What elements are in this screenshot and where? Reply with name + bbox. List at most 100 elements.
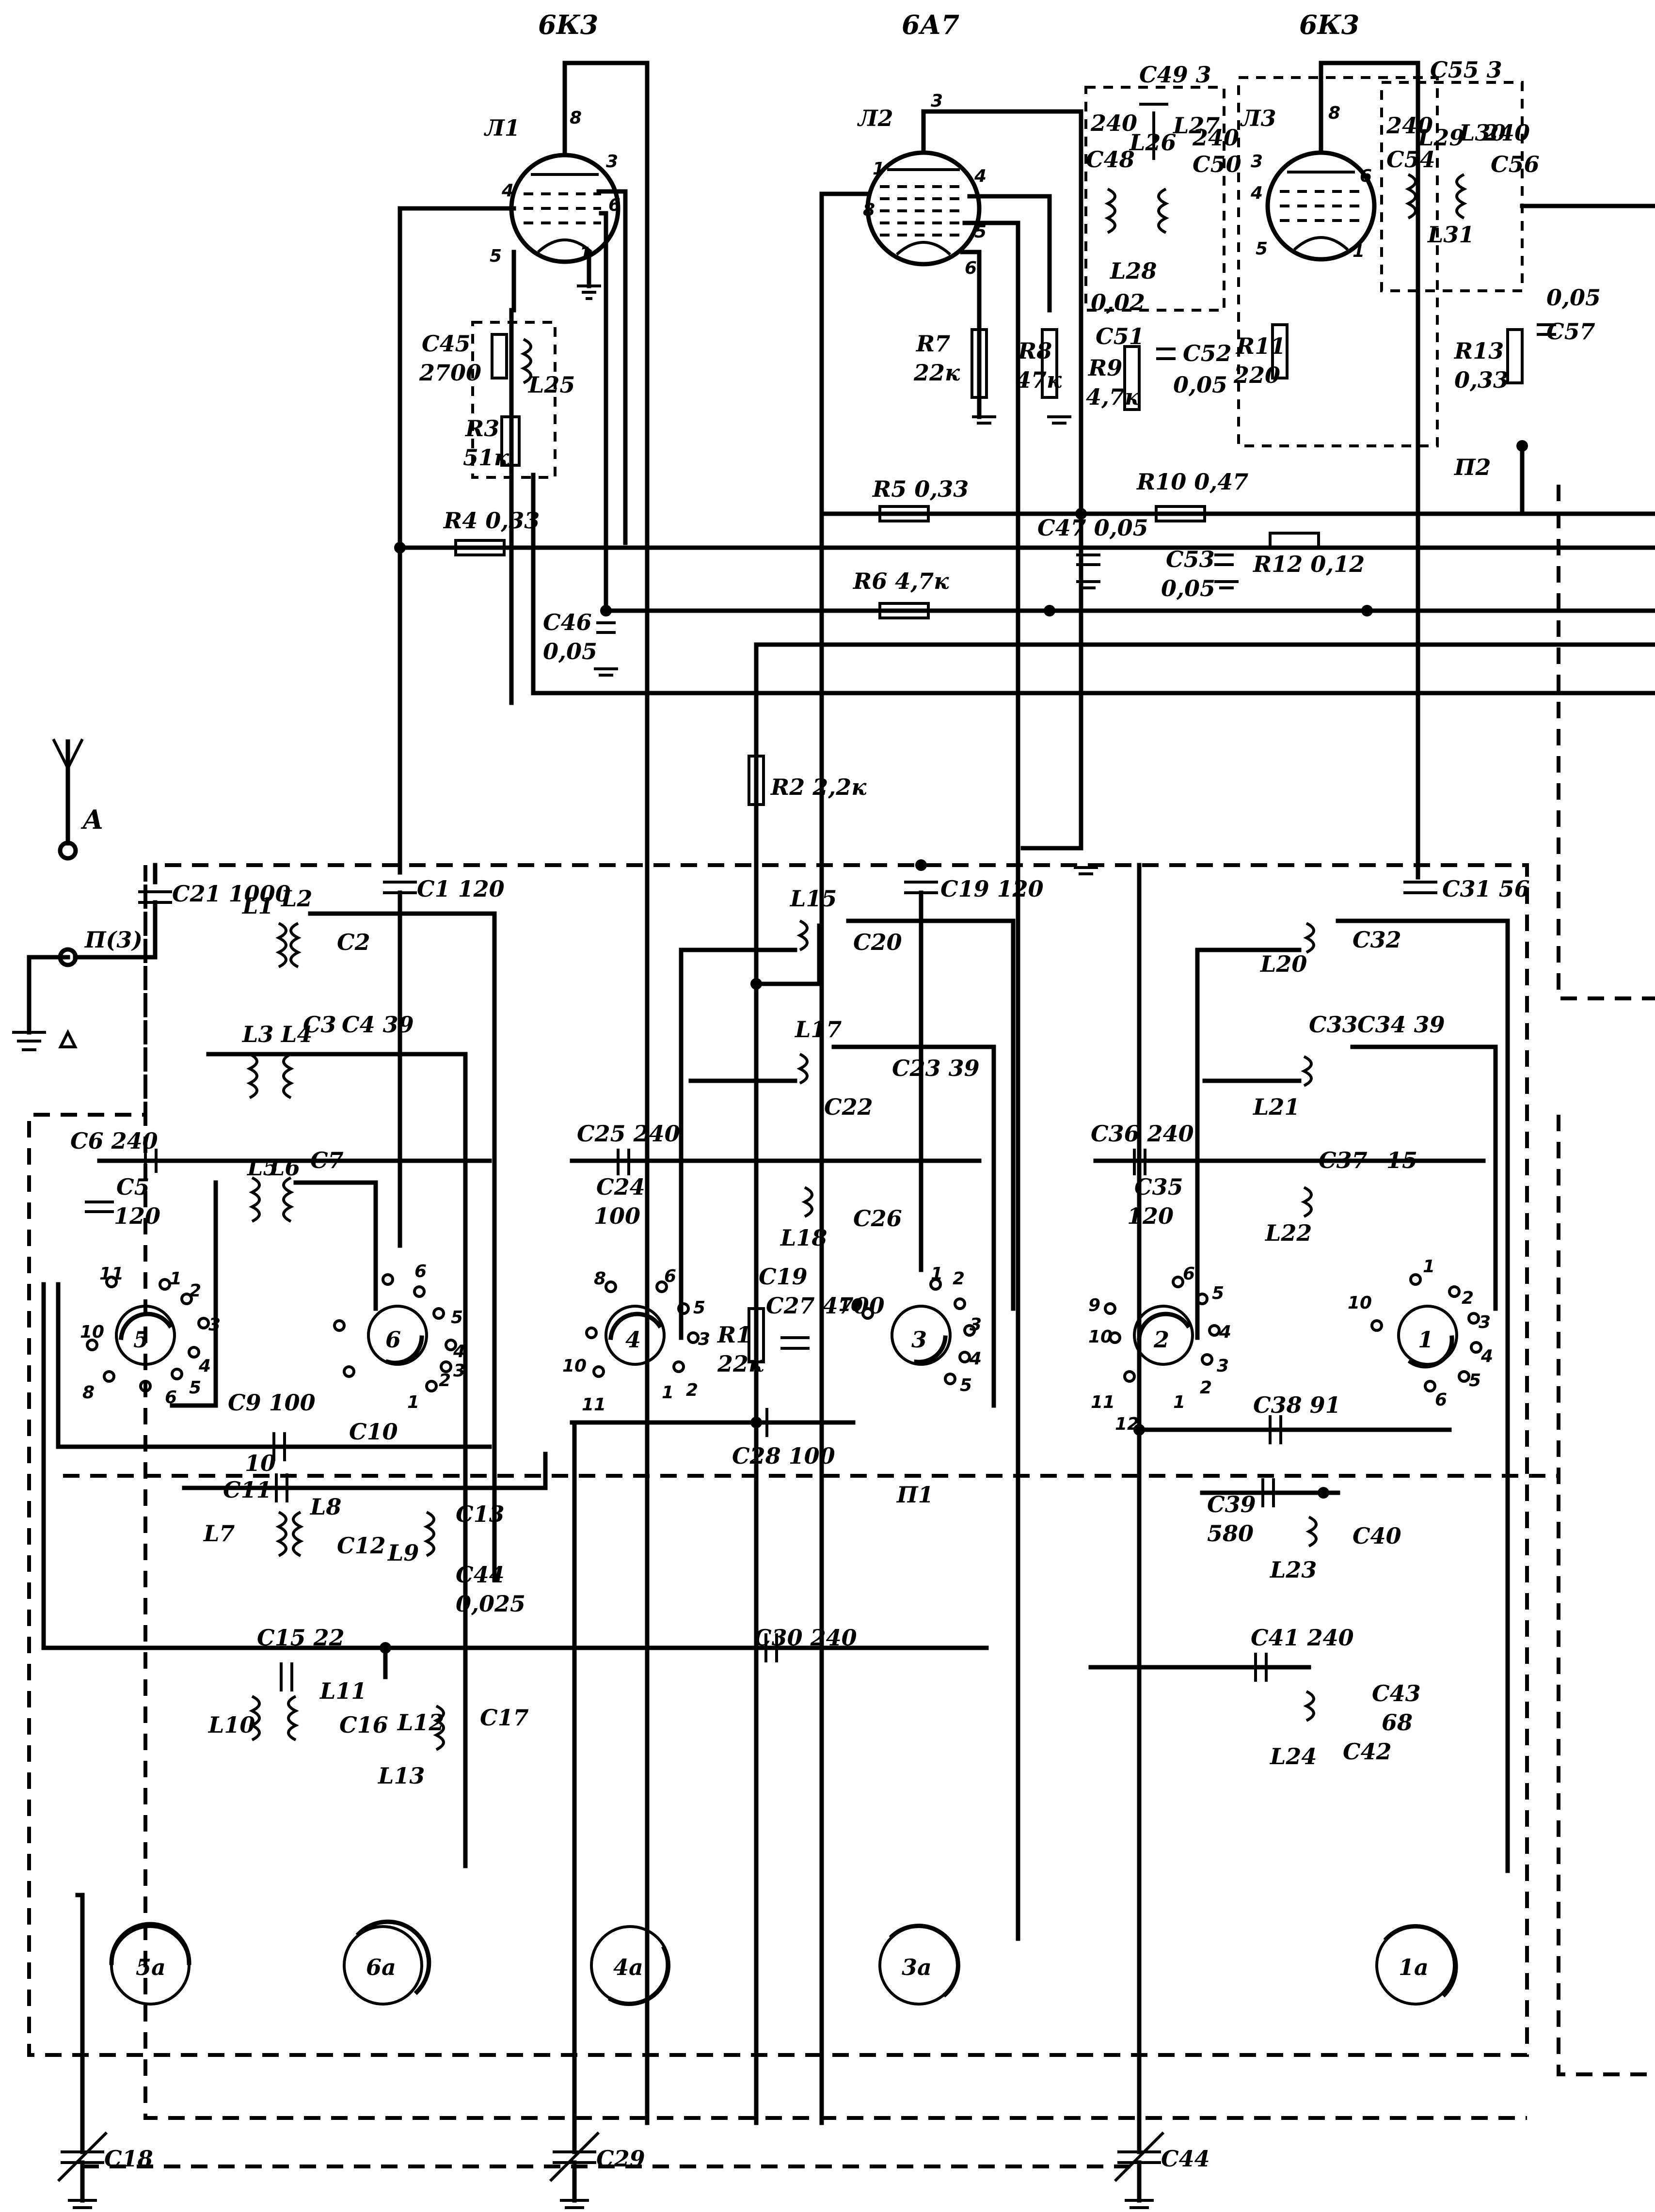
c51-value: 0,02 — [1091, 289, 1145, 316]
r3-value: 51к — [463, 444, 509, 471]
c7-label: C7 — [310, 1147, 344, 1173]
wafer6a-label: 6а — [366, 1954, 396, 1980]
switch-section-3 — [861, 1278, 976, 1385]
svg-text:4: 4 — [453, 1342, 465, 1361]
c43-value: 68 — [1382, 1709, 1413, 1736]
svg-text:4: 4 — [1250, 183, 1263, 203]
svg-text:8: 8 — [82, 1383, 95, 1403]
tube2-type: 6А7 — [902, 9, 959, 40]
switch2-label: 2 — [1153, 1327, 1169, 1353]
c13-label: C13 — [456, 1501, 505, 1527]
switch-section-4 — [585, 1280, 700, 1378]
c3-label: C3 — [303, 1011, 336, 1038]
svg-text:4: 4 — [1219, 1322, 1231, 1342]
svg-text:5: 5 — [974, 222, 987, 242]
svg-text:3: 3 — [606, 152, 618, 172]
c21-label: C21 1000 — [172, 881, 291, 907]
svg-text:2: 2 — [1200, 1378, 1212, 1398]
r1-label: R1 — [716, 1322, 751, 1348]
svg-text:1: 1 — [1173, 1392, 1185, 1412]
c50-label: C50 — [1193, 151, 1241, 177]
c36-label: C36 240 — [1091, 1121, 1194, 1147]
switch-p2-label: П2 — [1453, 454, 1491, 480]
svg-text:11: 11 — [1091, 1392, 1115, 1412]
c41-label: C41 240 — [1251, 1625, 1354, 1651]
l21-label: L21 — [1252, 1094, 1300, 1120]
c53-value: 0,05 — [1161, 575, 1215, 601]
switch1-label: 1 — [1418, 1327, 1433, 1353]
r5-label: R5 0,33 — [872, 476, 969, 502]
svg-text:4: 4 — [501, 181, 514, 201]
l22-label: L22 — [1264, 1220, 1312, 1246]
r8-label: R8 — [1017, 338, 1052, 364]
c52-label: C52 — [1183, 340, 1232, 366]
wafer3a-label: 3а — [902, 1954, 932, 1980]
c44-label: C44 — [456, 1562, 505, 1588]
switch-section-6 — [333, 1273, 457, 1392]
tube2-ref: Л2 — [857, 105, 893, 131]
l23-label: L23 — [1269, 1557, 1317, 1583]
c34-label: C34 39 — [1357, 1011, 1445, 1038]
v240-d: 240 — [1483, 120, 1530, 146]
r9-label: R9 — [1087, 355, 1122, 381]
l1-label: L1 — [241, 893, 273, 919]
r7-value: 22к — [913, 360, 960, 386]
n10-label: 10 — [245, 1450, 276, 1476]
r9-value: 4,7к — [1086, 384, 1140, 410]
svg-text:2: 2 — [1462, 1288, 1474, 1308]
svg-text:4: 4 — [198, 1356, 211, 1376]
tube1-type: 6К3 — [538, 9, 598, 40]
jack-label: П(3) — [84, 927, 143, 953]
c52-value: 0,05 — [1173, 372, 1227, 398]
c47-label: C47 0,05 — [1037, 515, 1148, 541]
c19b-label: C19 — [759, 1264, 808, 1290]
svg-text:4: 4 — [969, 1349, 982, 1369]
svg-text:1: 1 — [873, 159, 885, 179]
l5-label: L5 — [246, 1154, 278, 1181]
r11-value: 220 — [1233, 362, 1280, 388]
l13-label: L13 — [377, 1763, 425, 1789]
c43-label: C43 — [1372, 1680, 1421, 1706]
l20-label: L20 — [1259, 951, 1307, 977]
antenna — [12, 738, 84, 1051]
svg-text:2: 2 — [189, 1281, 201, 1301]
c4-label: C4 39 — [342, 1011, 414, 1038]
svg-text:5: 5 — [189, 1378, 201, 1398]
c44b-label: C44 — [1161, 2146, 1210, 2172]
svg-text:3: 3 — [208, 1315, 221, 1335]
c57-value: 0,05 — [1546, 284, 1601, 311]
svg-text:2: 2 — [439, 1371, 451, 1390]
svg-text:4: 4 — [974, 166, 987, 186]
r3-label: R3 — [464, 415, 499, 442]
svg-text:10: 10 — [80, 1322, 104, 1342]
l8-label: L8 — [309, 1494, 341, 1520]
svg-text:6: 6 — [664, 1266, 676, 1286]
l9-label: L9 — [387, 1540, 419, 1566]
svg-text:1: 1 — [931, 1264, 943, 1284]
c56-label: C56 — [1491, 151, 1540, 177]
l18-label: L18 — [780, 1225, 827, 1251]
wafer5a-label: 5а — [136, 1954, 166, 1980]
c48-label: C48 — [1086, 146, 1135, 173]
svg-text:3: 3 — [698, 1329, 710, 1349]
l30-label: L30 — [1458, 120, 1506, 146]
l11-label: L11 — [319, 1678, 366, 1704]
c22-label: C22 — [824, 1094, 873, 1120]
svg-text:1: 1 — [662, 1383, 674, 1403]
svg-text:10: 10 — [839, 1296, 863, 1315]
c25-label: C25 240 — [577, 1121, 680, 1147]
tube-l2 — [865, 109, 1083, 267]
l31-label: L31 — [1427, 221, 1474, 248]
c19-label: C19 120 — [940, 876, 1044, 902]
c32-label: C32 — [1353, 927, 1401, 953]
tube3-type: 6К3 — [1299, 9, 1359, 40]
l17-label: L17 — [794, 1016, 842, 1043]
tube1-ref: Л1 — [484, 115, 520, 141]
svg-text:1: 1 — [1423, 1257, 1435, 1277]
c23-label: C23 39 — [892, 1055, 980, 1081]
c20-label: C20 — [853, 929, 902, 955]
c40-label: C40 — [1353, 1523, 1401, 1549]
l25-label: L25 — [527, 372, 575, 398]
svg-text:8: 8 — [1328, 103, 1340, 123]
